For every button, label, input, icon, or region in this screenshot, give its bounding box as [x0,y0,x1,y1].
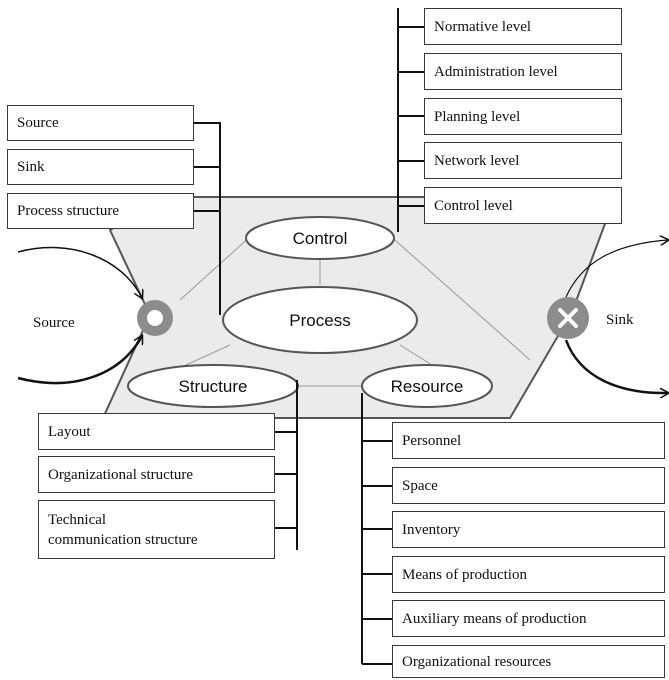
resource-item-space: Space [392,467,665,504]
control-level-normative: Normative level [424,8,622,45]
source-label: Source [33,315,75,331]
control-level-control: Control level [424,187,622,224]
source-node-icon [137,300,173,336]
process-structure-bracket [194,122,221,315]
source-arrow-top [17,246,142,298]
resource-item-auxiliary-means: Auxiliary means of production [392,600,665,637]
control-ellipse [245,216,395,260]
structure-items-bracket [275,380,298,550]
left-box-source: Source [7,105,194,141]
resource-item-organizational-resources: Organizational resources [392,645,665,678]
process-ellipse [222,286,418,354]
control-level-network: Network level [424,142,622,179]
structure-item-organizational: Organizational structure [38,456,275,493]
sink-arrow-top [565,240,668,298]
source-arrow-bottom [17,336,142,385]
control-level-planning: Planning level [424,98,622,135]
sink-node-icon [547,297,589,339]
structure-item-layout: Layout [38,413,275,450]
left-box-process-structure: Process structure [7,193,194,229]
resource-ellipse [361,364,493,408]
resource-label: Resource [391,377,464,396]
left-box-sink: Sink [7,149,194,185]
process-label: Process [289,311,350,330]
resource-items-bracket [361,393,392,665]
control-level-administration: Administration level [424,53,622,90]
sink-arrow-bottom [564,339,668,393]
resource-item-personnel: Personnel [392,422,665,459]
control-label: Control [293,229,348,248]
control-levels-bracket [397,8,424,232]
structure-item-technical-communication: Technical communication structure [38,500,275,559]
resource-item-means-of-production: Means of production [392,556,665,593]
sink-label: Sink [606,312,634,328]
structure-label: Structure [179,377,248,396]
resource-item-inventory: Inventory [392,511,665,548]
